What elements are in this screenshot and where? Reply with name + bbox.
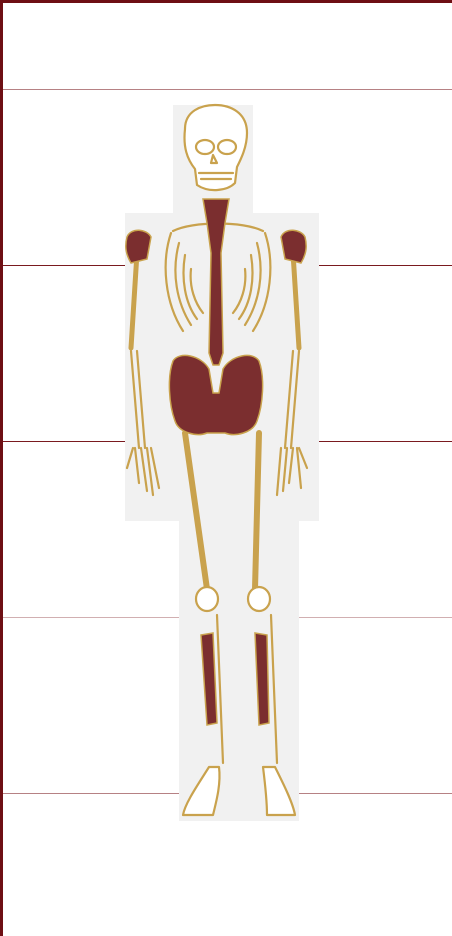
eye-socket-left xyxy=(196,140,214,154)
skeleton-figure xyxy=(113,103,343,823)
shoulder-left-highlight xyxy=(126,230,151,263)
knee-right xyxy=(248,587,270,611)
skeleton-icon xyxy=(113,103,343,823)
eye-socket-right xyxy=(218,140,236,154)
divider-line-1 xyxy=(3,89,452,90)
shoulder-right-highlight xyxy=(281,230,306,263)
knee-left xyxy=(196,587,218,611)
femur-right xyxy=(255,433,259,589)
paper-legs xyxy=(179,521,299,821)
